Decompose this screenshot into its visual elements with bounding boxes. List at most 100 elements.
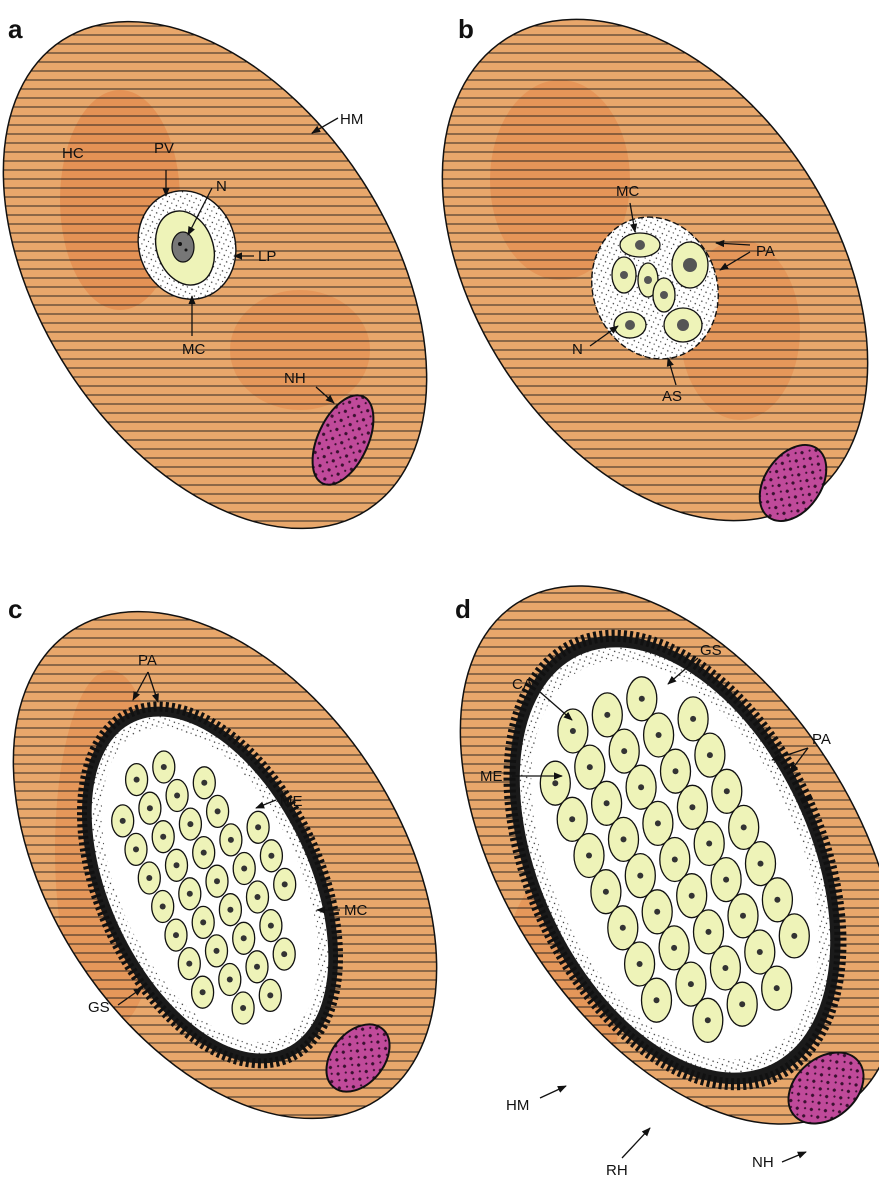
merozoite-nucleus	[282, 881, 288, 887]
merozoite-nucleus	[706, 841, 712, 847]
label-nh-a: NH	[284, 370, 306, 387]
merozoite-nucleus	[133, 846, 139, 852]
merozoite-nucleus	[174, 862, 180, 868]
merozoite-nucleus	[637, 873, 643, 879]
merozoite-nucleus	[587, 764, 593, 770]
merozoite-nucleus	[214, 878, 220, 884]
merozoite-nucleus	[120, 818, 126, 824]
merozoite-nucleus	[267, 992, 273, 998]
merozoite-nucleus	[722, 965, 728, 971]
merozoite-nucleus	[774, 985, 780, 991]
merozoite-nucleus	[255, 894, 261, 900]
label-me-d: ME	[480, 768, 503, 785]
merozoite-nucleus	[281, 951, 287, 957]
merozoite-nucleus	[586, 853, 592, 859]
merozoite-nucleus	[160, 904, 166, 910]
merozoite-nucleus	[673, 768, 679, 774]
label-lp-a: LP	[258, 248, 276, 265]
panel-d: d GS CA PA ME HM RH N	[370, 508, 879, 1195]
merozoite-nucleus	[620, 925, 626, 931]
merozoite-nucleus	[672, 857, 678, 863]
merozoite-nucleus	[214, 948, 220, 954]
merozoite-nucleus	[187, 821, 193, 827]
merozoite-nucleus	[254, 964, 260, 970]
panel-label-c: c	[8, 594, 22, 624]
label-pa-d: PA	[812, 731, 831, 748]
label-pa-c: PA	[138, 652, 157, 669]
merozoite-nucleus	[161, 764, 167, 770]
merozoite-nucleus	[621, 748, 627, 754]
merozoite-nucleus	[160, 834, 166, 840]
label-ca-d: CA	[512, 676, 533, 693]
merozoite-nucleus	[774, 897, 780, 903]
merozoite-nucleus	[134, 777, 140, 783]
label-n-a: N	[216, 178, 227, 195]
merozoite-nucleus	[741, 824, 747, 830]
merozoite-nucleus	[757, 949, 763, 955]
label-hc-a: HC	[62, 145, 84, 162]
label-gs-d: GS	[700, 642, 722, 659]
merozoite-nucleus	[147, 805, 153, 811]
merozoite-nucleus	[689, 893, 695, 899]
merozoite-nucleus	[200, 989, 206, 995]
merozoite-nucleus	[201, 780, 207, 786]
label-as-b: AS	[662, 388, 682, 405]
merozoite-nucleus	[655, 820, 661, 826]
merozoite-nucleus	[639, 696, 645, 702]
merozoite-nucleus	[604, 712, 610, 718]
merozoite-nucleus	[690, 716, 696, 722]
merozoite-nucleus	[227, 907, 233, 913]
label-me-c: ME	[280, 793, 303, 810]
merozoite-nucleus	[638, 784, 644, 790]
merozoite-nucleus	[201, 850, 207, 856]
panel-label-b: b	[458, 14, 474, 44]
panel-a: a HM HC PV N LP MC NH	[0, 0, 514, 605]
merozoite-nucleus	[705, 1017, 711, 1023]
merozoite-nucleus	[228, 837, 234, 843]
merozoite-nucleus	[186, 961, 192, 967]
label-hm-a: HM	[340, 111, 363, 128]
label-pa-b: PA	[756, 243, 775, 260]
merozoite-nucleus	[241, 935, 247, 941]
merozoite-nucleus	[791, 933, 797, 939]
merozoite-nucleus	[603, 889, 609, 895]
label-mc-c: MC	[344, 902, 367, 919]
merozoite-nucleus	[173, 932, 179, 938]
panel-label-a: a	[8, 14, 23, 44]
label-nh-d: NH	[752, 1154, 774, 1171]
panel-c: c PA ME MC GS	[0, 535, 524, 1195]
label-hm-d: HM	[506, 1097, 529, 1114]
merozoite-nucleus	[707, 752, 713, 758]
merozoite-nucleus	[671, 945, 677, 951]
merozoite-nucleus	[637, 961, 643, 967]
merozoite-nucleus	[723, 877, 729, 883]
merozoite-nucleus	[654, 909, 660, 915]
merozoite-nucleus	[739, 1001, 745, 1007]
merozoite-nucleus	[621, 836, 627, 842]
merozoite-nucleus	[241, 866, 247, 872]
panel-label-d: d	[455, 594, 471, 624]
merozoite-nucleus	[146, 875, 152, 881]
merozoite-nucleus	[656, 732, 662, 738]
merozoite-nucleus	[187, 891, 193, 897]
label-pv-a: PV	[154, 140, 174, 157]
merozoite-nucleus	[268, 853, 274, 859]
merozoite-nucleus	[740, 913, 746, 919]
host-erythrocyte-a	[0, 0, 514, 605]
label-n-b: N	[572, 341, 583, 358]
merozoite-nucleus	[706, 929, 712, 935]
merozoite-nucleus	[552, 780, 558, 786]
merozoite-nucleus	[654, 997, 660, 1003]
merozoite-nucleus	[174, 793, 180, 799]
merozoite-nucleus	[227, 977, 233, 983]
panel-b: b MC	[354, 0, 879, 599]
label-rh-d: RH	[606, 1162, 628, 1179]
merozoite-nucleus	[255, 824, 261, 830]
merozoite-nucleus	[604, 800, 610, 806]
merozoite-nucleus	[570, 728, 576, 734]
merozoite-nucleus	[200, 919, 206, 925]
label-mc-a: MC	[182, 341, 205, 358]
merozoite-nucleus	[689, 804, 695, 810]
label-mc-b: MC	[616, 183, 639, 200]
